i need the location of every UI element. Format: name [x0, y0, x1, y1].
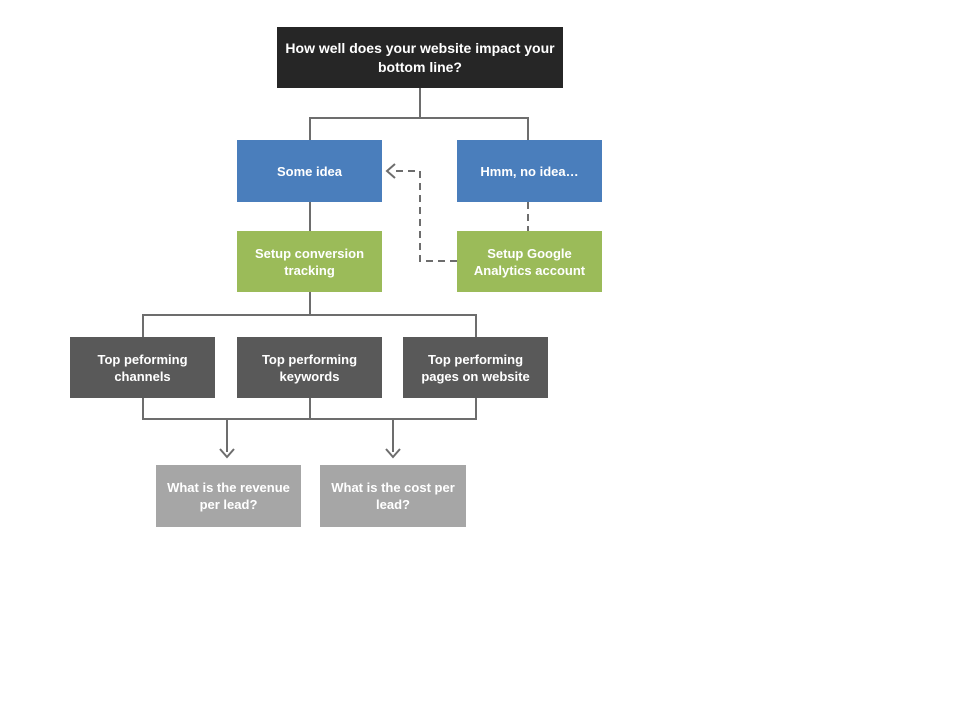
- node-top-performing-pages: Top performing pages on website: [403, 337, 548, 398]
- node-setup-conversion-tracking: Setup conversion tracking: [237, 231, 382, 292]
- arrow-to-cost-head: [385, 448, 401, 459]
- node-root-question: How well does your website impact your b…: [277, 27, 563, 88]
- node-no-idea: Hmm, no idea…: [457, 140, 602, 202]
- node-some-idea: Some idea: [237, 140, 382, 202]
- arrow-to-revenue-head: [219, 448, 235, 459]
- node-top-performing-channels: Top peforming channels: [70, 337, 215, 398]
- feedback-arrowhead: [385, 163, 396, 179]
- edge-root-split: [309, 117, 529, 140]
- edge-conversion-split: [142, 314, 477, 337]
- edge-bottom-bus: [142, 398, 477, 420]
- node-revenue-per-lead: What is the revenue per lead?: [156, 465, 301, 527]
- node-setup-google-analytics: Setup Google Analytics account: [457, 231, 602, 292]
- node-top-performing-keywords: Top performing keywords: [237, 337, 382, 398]
- node-cost-per-lead: What is the cost per lead?: [320, 465, 466, 527]
- edge-analytics-feedback: [392, 170, 457, 262]
